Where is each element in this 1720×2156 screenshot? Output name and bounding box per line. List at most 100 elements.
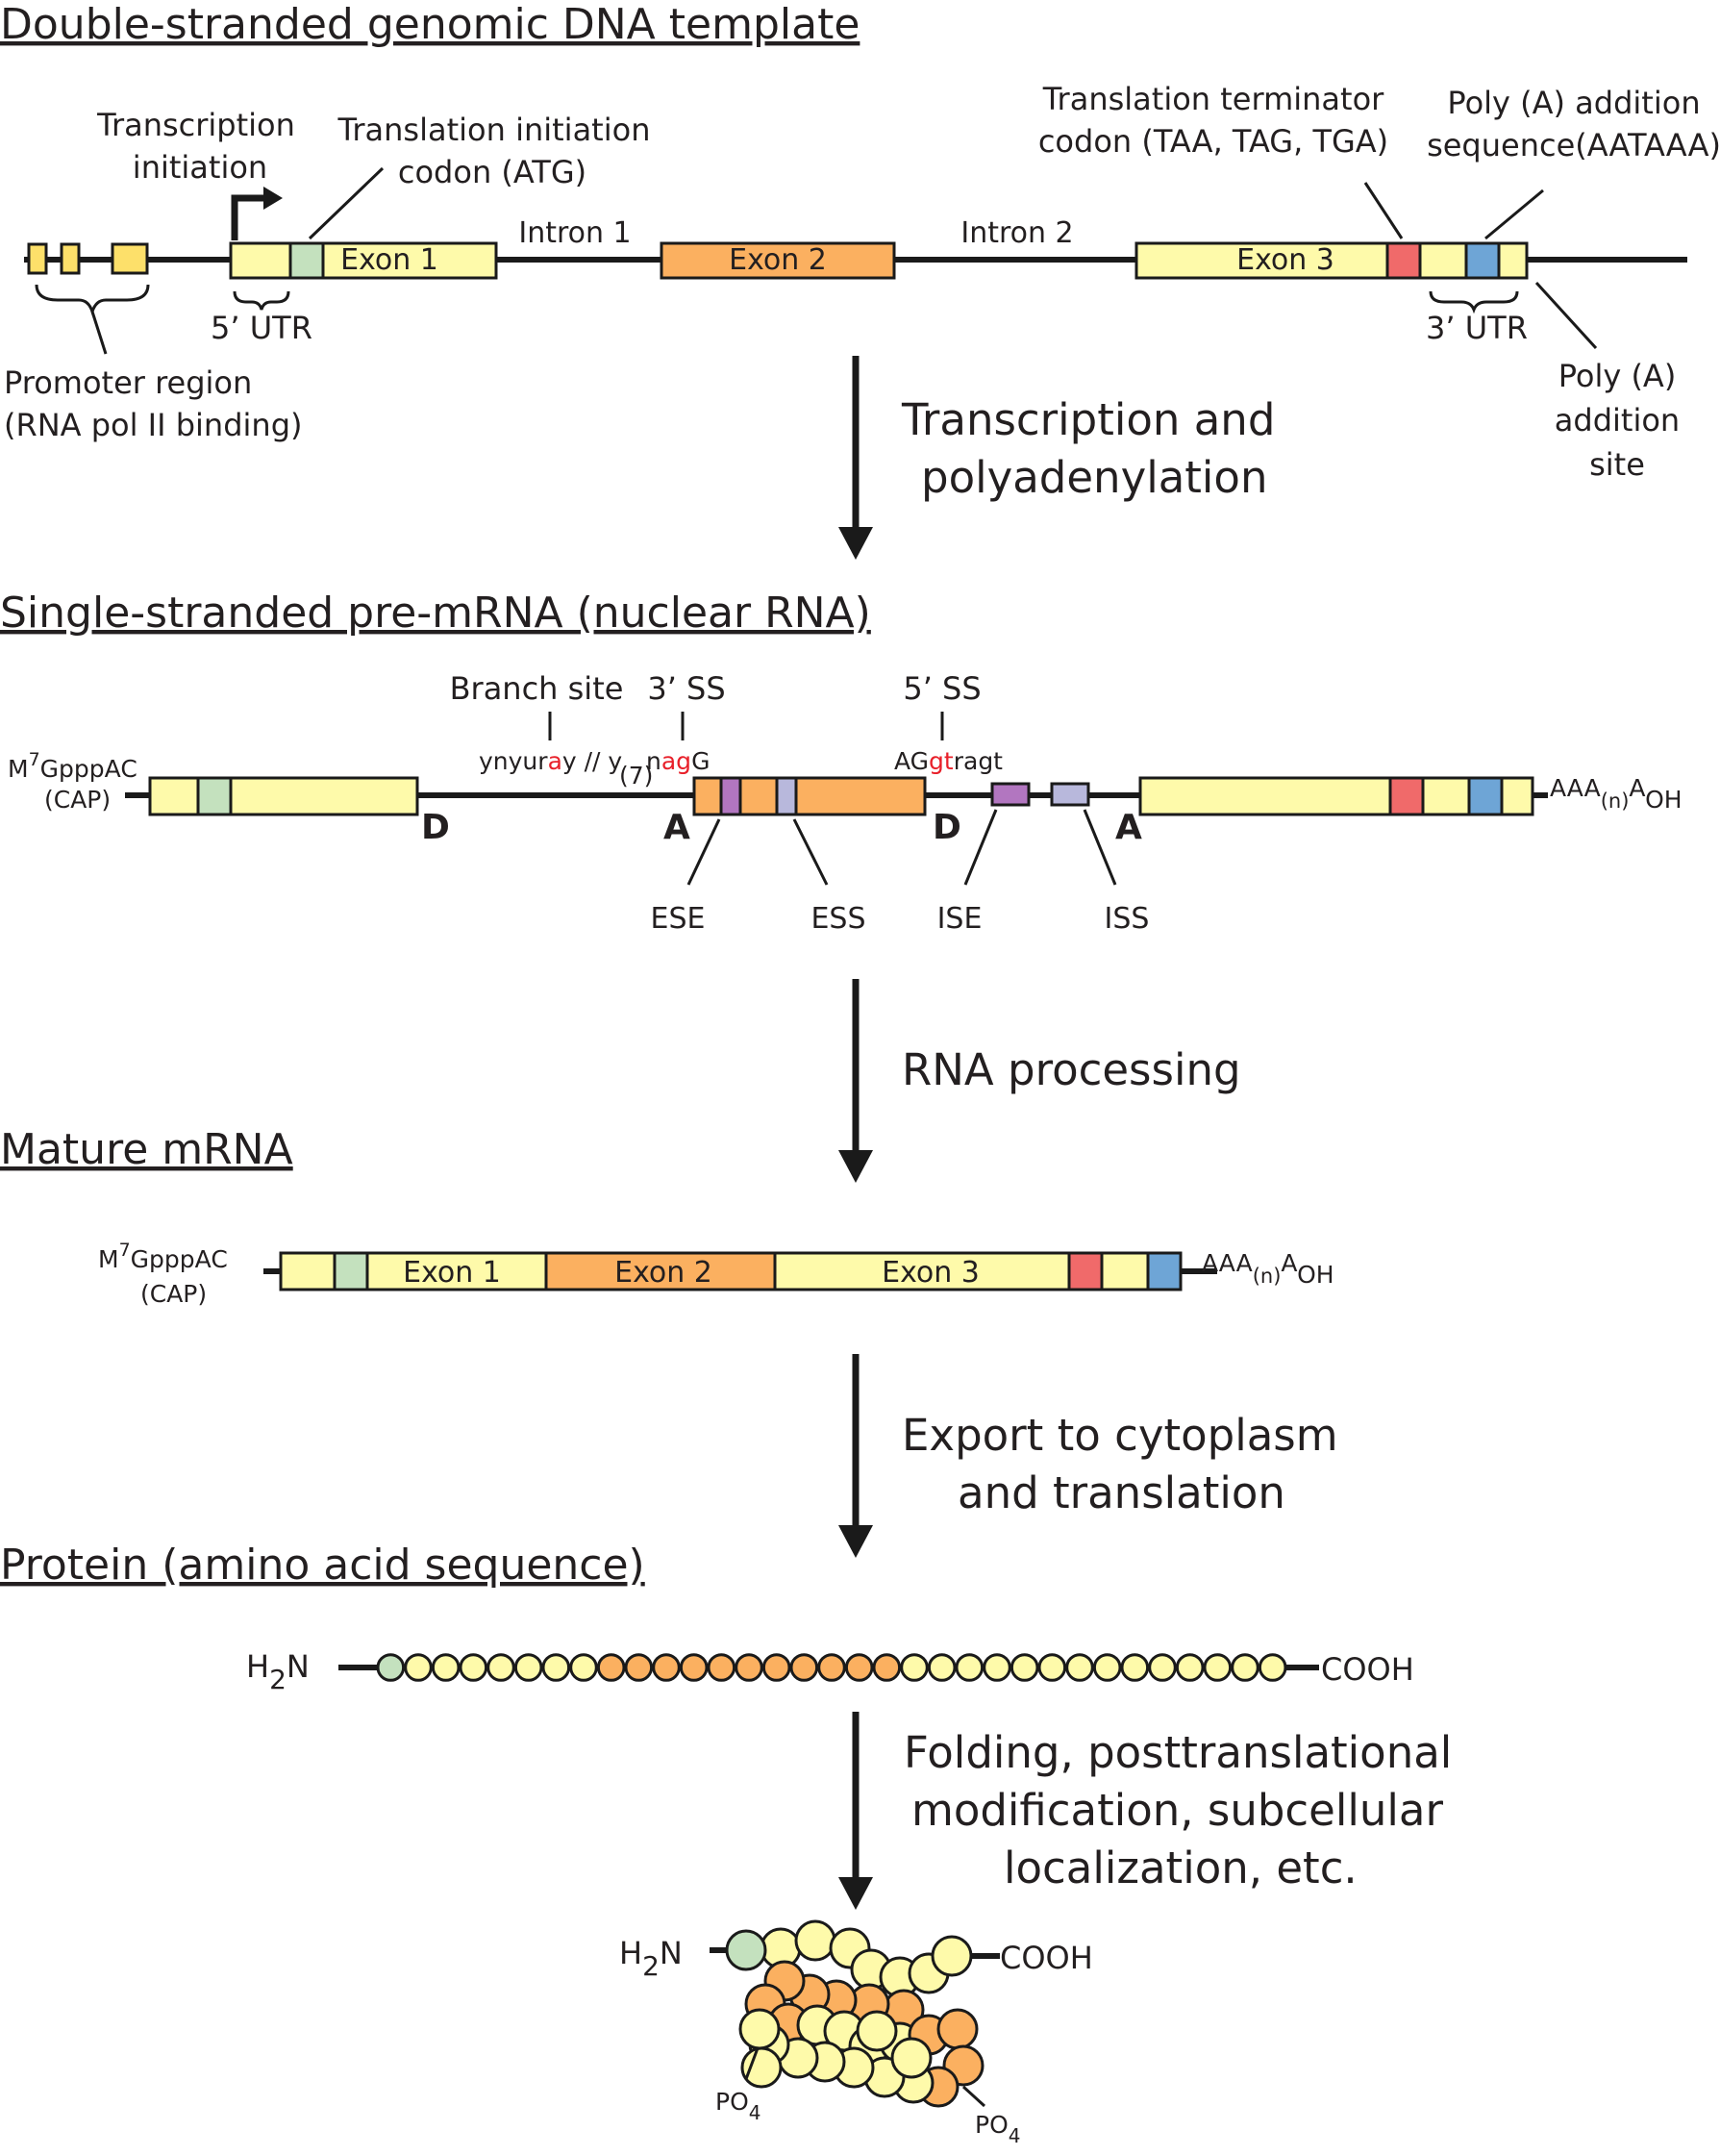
translation-initiation-label-2: codon (ATG) <box>398 154 586 190</box>
ese-label: ESE <box>651 902 706 936</box>
step1-label-2: polyadenylation <box>921 452 1267 503</box>
amino-acid-residue <box>652 1653 681 1682</box>
ise-label: ISE <box>937 902 983 936</box>
promoter-brace <box>35 284 150 316</box>
iss-label: ISS <box>1105 902 1150 936</box>
amino-acid-residue <box>1120 1653 1150 1682</box>
arrow-head-icon <box>838 1525 873 1558</box>
amino-acid-residue <box>761 1653 791 1682</box>
pointer-line <box>1534 281 1598 350</box>
amino-acid-residue <box>872 1653 902 1682</box>
polyA-signal-box <box>1464 241 1501 280</box>
mrna-exon3-label: Exon 3 <box>882 1256 980 1290</box>
mrna-exon2-label: Exon 2 <box>614 1256 712 1290</box>
stop-codon-box <box>1067 1251 1104 1291</box>
amino-acid-residue <box>569 1653 598 1682</box>
promoter-label-2: (RNA pol II binding) <box>4 407 302 443</box>
pointer-line <box>1363 182 1404 239</box>
exon3-box <box>1134 241 1529 280</box>
amino-acid-residue <box>794 1919 836 1962</box>
amino-acid-residue <box>844 1653 874 1682</box>
amino-acid-residue <box>1148 1653 1177 1682</box>
promoter-box <box>111 242 149 275</box>
translation-initiation-label-1: Translation initiation <box>337 112 651 148</box>
branch-site-label: Branch site <box>450 670 624 707</box>
amino-acid-residue <box>735 1653 763 1682</box>
cap-structure: M7GpppAC <box>98 1240 228 1273</box>
cap-structure: M7GpppAC <box>8 749 137 783</box>
promoter-label-1: Promoter region <box>4 364 252 401</box>
section-title-dna: Double-stranded genomic DNA template <box>0 0 860 49</box>
cap-label: (CAP) <box>140 1280 207 1308</box>
polyA-tail: AAA(n)AOH <box>1202 1249 1334 1289</box>
cap-label: (CAP) <box>44 786 111 814</box>
pointer-line <box>686 818 721 886</box>
acceptor-marker: A <box>663 808 690 847</box>
polyA-seq-label-2: sequence(AATAAA) <box>1427 127 1720 163</box>
transcription-initiation-label-1: Transcription <box>96 107 295 143</box>
ess-box <box>775 776 798 816</box>
pointer-line <box>308 166 385 240</box>
ess-label: ESS <box>810 902 865 936</box>
folded-protein <box>725 1919 985 2108</box>
amino-acid-residue <box>900 1653 929 1682</box>
branch-subscript: (7) <box>619 762 653 790</box>
step4-label-2: modification, subcellular <box>911 1785 1443 1836</box>
polyA-site-label-1: Poly (A) <box>1558 358 1677 394</box>
stop-codon-box <box>1388 776 1425 816</box>
amino-acid-residue <box>740 2046 783 2089</box>
terminator-label-2: codon (TAA, TAG, TGA) <box>1038 123 1388 160</box>
iss-box <box>1050 782 1090 807</box>
amino-acid-residue <box>1010 1653 1039 1682</box>
stop-codon-box <box>1385 241 1422 280</box>
exon2-label: Exon 2 <box>729 243 827 277</box>
amino-acid-residue <box>1092 1653 1122 1682</box>
amino-acid-residue <box>725 1929 767 1971</box>
c-terminus: COOH <box>1000 1940 1093 1976</box>
n-terminus: H2N <box>619 1935 683 1982</box>
c-terminus: COOH <box>1321 1651 1414 1688</box>
polyA-signal-box <box>1146 1251 1183 1291</box>
amino-acid-residue <box>376 1653 406 1682</box>
promoter-box <box>60 242 81 275</box>
step2-label: RNA processing <box>902 1044 1241 1095</box>
amino-acid-residue <box>541 1653 571 1682</box>
amino-acid-chain <box>376 1653 1287 1682</box>
amino-acid-residue <box>936 2008 979 2050</box>
amino-acid-residue <box>927 1653 957 1682</box>
phosphate-bond <box>961 2085 986 2108</box>
exon2-box <box>660 241 896 280</box>
amino-acid-residue <box>404 1653 433 1682</box>
amino-acid-residue <box>679 1653 709 1682</box>
pointer-line <box>963 809 998 886</box>
amino-acid-residue <box>486 1653 515 1682</box>
step3-label-2: and translation <box>958 1467 1285 1518</box>
section-title-protein: Protein (amino acid sequence) <box>0 1541 645 1590</box>
pointer-line <box>792 818 829 886</box>
amino-acid-residue <box>707 1653 736 1682</box>
arrow-head-icon <box>838 1877 873 1910</box>
pointer-line <box>1484 188 1544 240</box>
branch-sequence: ynyuray // y <box>479 747 622 775</box>
premrna-exon1-box <box>148 776 419 816</box>
polyA-site-label-2: addition <box>1555 402 1680 439</box>
start-codon-box <box>288 241 325 280</box>
donor-marker: D <box>933 808 961 847</box>
amino-acid-residue <box>983 1653 1011 1682</box>
promoter-box <box>27 242 48 275</box>
amino-acid-residue <box>955 1653 985 1682</box>
amino-acid-residue <box>1203 1653 1233 1682</box>
polyA-tail: AAA(n)AOH <box>1550 774 1683 814</box>
mrna-exon1-box <box>279 1251 550 1291</box>
ss3-label: 3’ SS <box>647 670 725 707</box>
n-terminus: H2N <box>246 1648 310 1695</box>
exon1-box <box>229 241 498 280</box>
utr5-label: 5’ UTR <box>211 310 312 346</box>
amino-acid-residue <box>431 1653 461 1682</box>
terminator-label-1: Translation terminator <box>1042 81 1384 117</box>
pointer-line <box>1083 809 1117 886</box>
amino-acid-residue <box>459 1653 488 1682</box>
amino-acid-residue <box>596 1653 626 1682</box>
